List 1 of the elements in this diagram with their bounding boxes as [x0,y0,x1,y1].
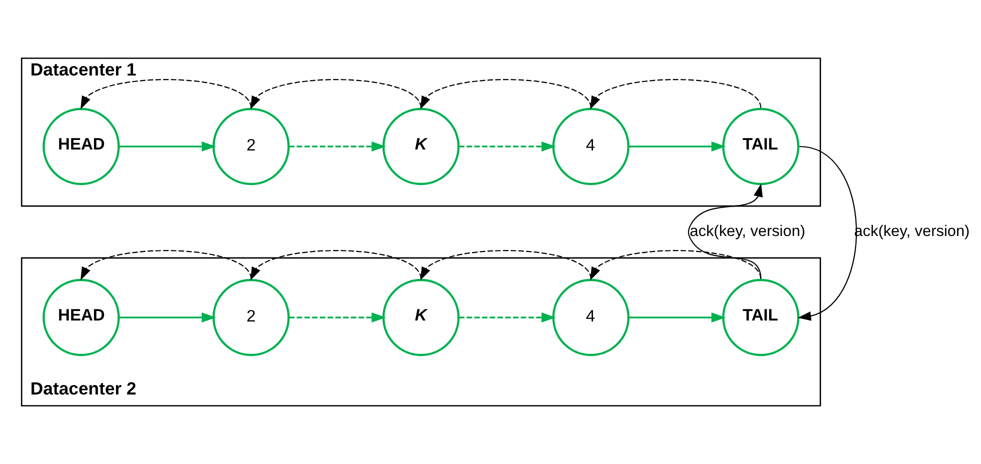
edge-label: ack(key, version) [690,223,806,240]
